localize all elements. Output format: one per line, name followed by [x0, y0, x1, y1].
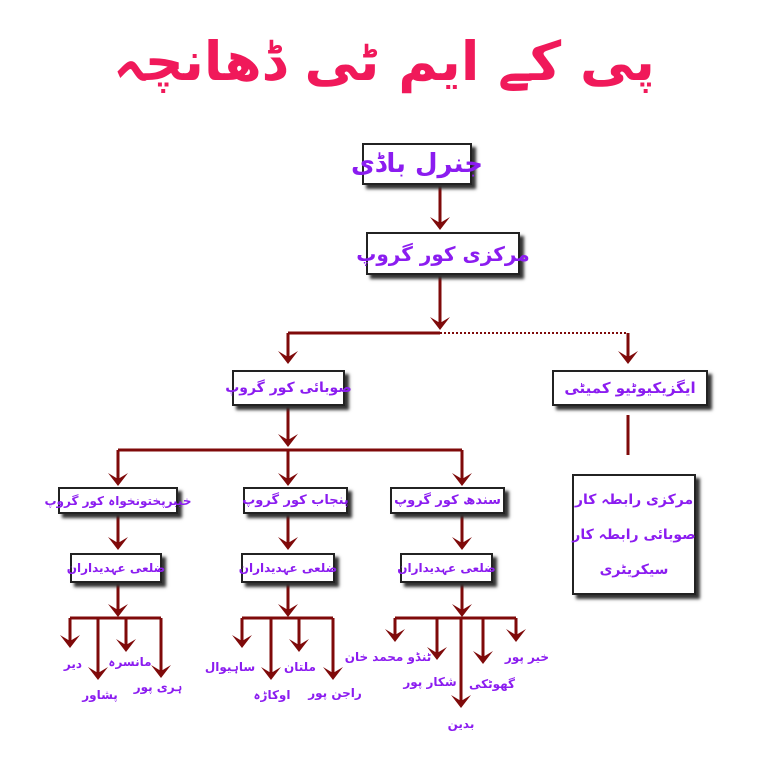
district-label-sindh: خیر پور — [504, 650, 550, 664]
arrow-head — [430, 217, 450, 230]
district-label-kp: پشاور — [82, 688, 118, 702]
arrow-head — [506, 629, 526, 642]
arrow-head — [278, 434, 298, 447]
arrow-head — [473, 651, 493, 664]
arrow-head — [232, 635, 252, 648]
district-label-punjab: اوکاڑہ — [253, 688, 291, 702]
arrow-head — [116, 639, 136, 652]
arrow-head — [451, 695, 471, 708]
district-label-kp: دیر — [63, 657, 83, 671]
node-central-core-group: مرکزی کور گروپ — [356, 232, 530, 275]
arrow-head — [385, 629, 405, 642]
arrow-head — [88, 667, 108, 680]
member-central-coordinator: مرکزی رابطہ کار — [574, 491, 694, 508]
district-label-sindh: بدین — [447, 717, 475, 731]
node-punjab-core-group: پنجاب کور گروپ — [242, 487, 349, 514]
district-label-sindh: گھوٹکی — [468, 677, 516, 691]
arrow-head — [278, 473, 298, 486]
arrow-head — [108, 473, 128, 486]
arrow-head — [108, 537, 128, 550]
node-sindh-district-officials: ضلعی عہدیداران — [397, 553, 496, 583]
member-secretary: سیکریٹری — [599, 561, 669, 578]
district-label-sindh: ٹنڈو محمد خان — [344, 650, 432, 664]
node-provincial-core-group: صوبائی کور گروپ — [225, 370, 352, 406]
arrow-head — [151, 665, 171, 678]
executive-members-box: مرکزی رابطہ کار صوبائی رابطہ کار سیکریٹر… — [572, 474, 696, 595]
node-kp-district-officials: ضلعی عہدیداران — [67, 553, 165, 583]
arrow-head — [618, 351, 638, 364]
node-kp-core-group: خیبرپختونخواہ کور گروپ — [44, 487, 192, 514]
arrow-head — [108, 604, 128, 617]
arrow-head — [278, 537, 298, 550]
member-provincial-coordinator: صوبائی رابطہ کار — [572, 526, 696, 543]
arrow-head — [278, 604, 298, 617]
arrow-head — [261, 667, 281, 680]
arrow-head — [430, 317, 450, 330]
node-sindh-core-group: سندھ کور گروپ — [390, 487, 505, 514]
node-general-body: جنرل باڈی — [351, 143, 483, 185]
page-title: پی کے ایم ٹی ڈھانچہ — [113, 30, 655, 93]
arrow-head — [452, 604, 472, 617]
district-label-punjab: ملتان — [284, 660, 316, 674]
arrow-head — [278, 351, 298, 364]
arrow-head — [427, 647, 447, 660]
district-label-kp: مانسرہ — [108, 655, 152, 669]
district-label-kp: ہری پور — [133, 680, 183, 694]
district-label-punjab: ساہیوال — [204, 660, 256, 674]
node-punjab-district-officials: ضلعی عہدیداران — [239, 553, 337, 583]
district-label-punjab: راجن پور — [308, 686, 362, 700]
arrow-head — [452, 537, 472, 550]
arrow-head — [452, 473, 472, 486]
arrow-head — [60, 635, 80, 648]
node-executive-committee: ایگزیکیوٹیو کمیٹی — [552, 370, 708, 406]
arrow-head — [323, 667, 343, 680]
arrow-head — [289, 639, 309, 652]
district-label-sindh: شکار پور — [403, 675, 457, 689]
